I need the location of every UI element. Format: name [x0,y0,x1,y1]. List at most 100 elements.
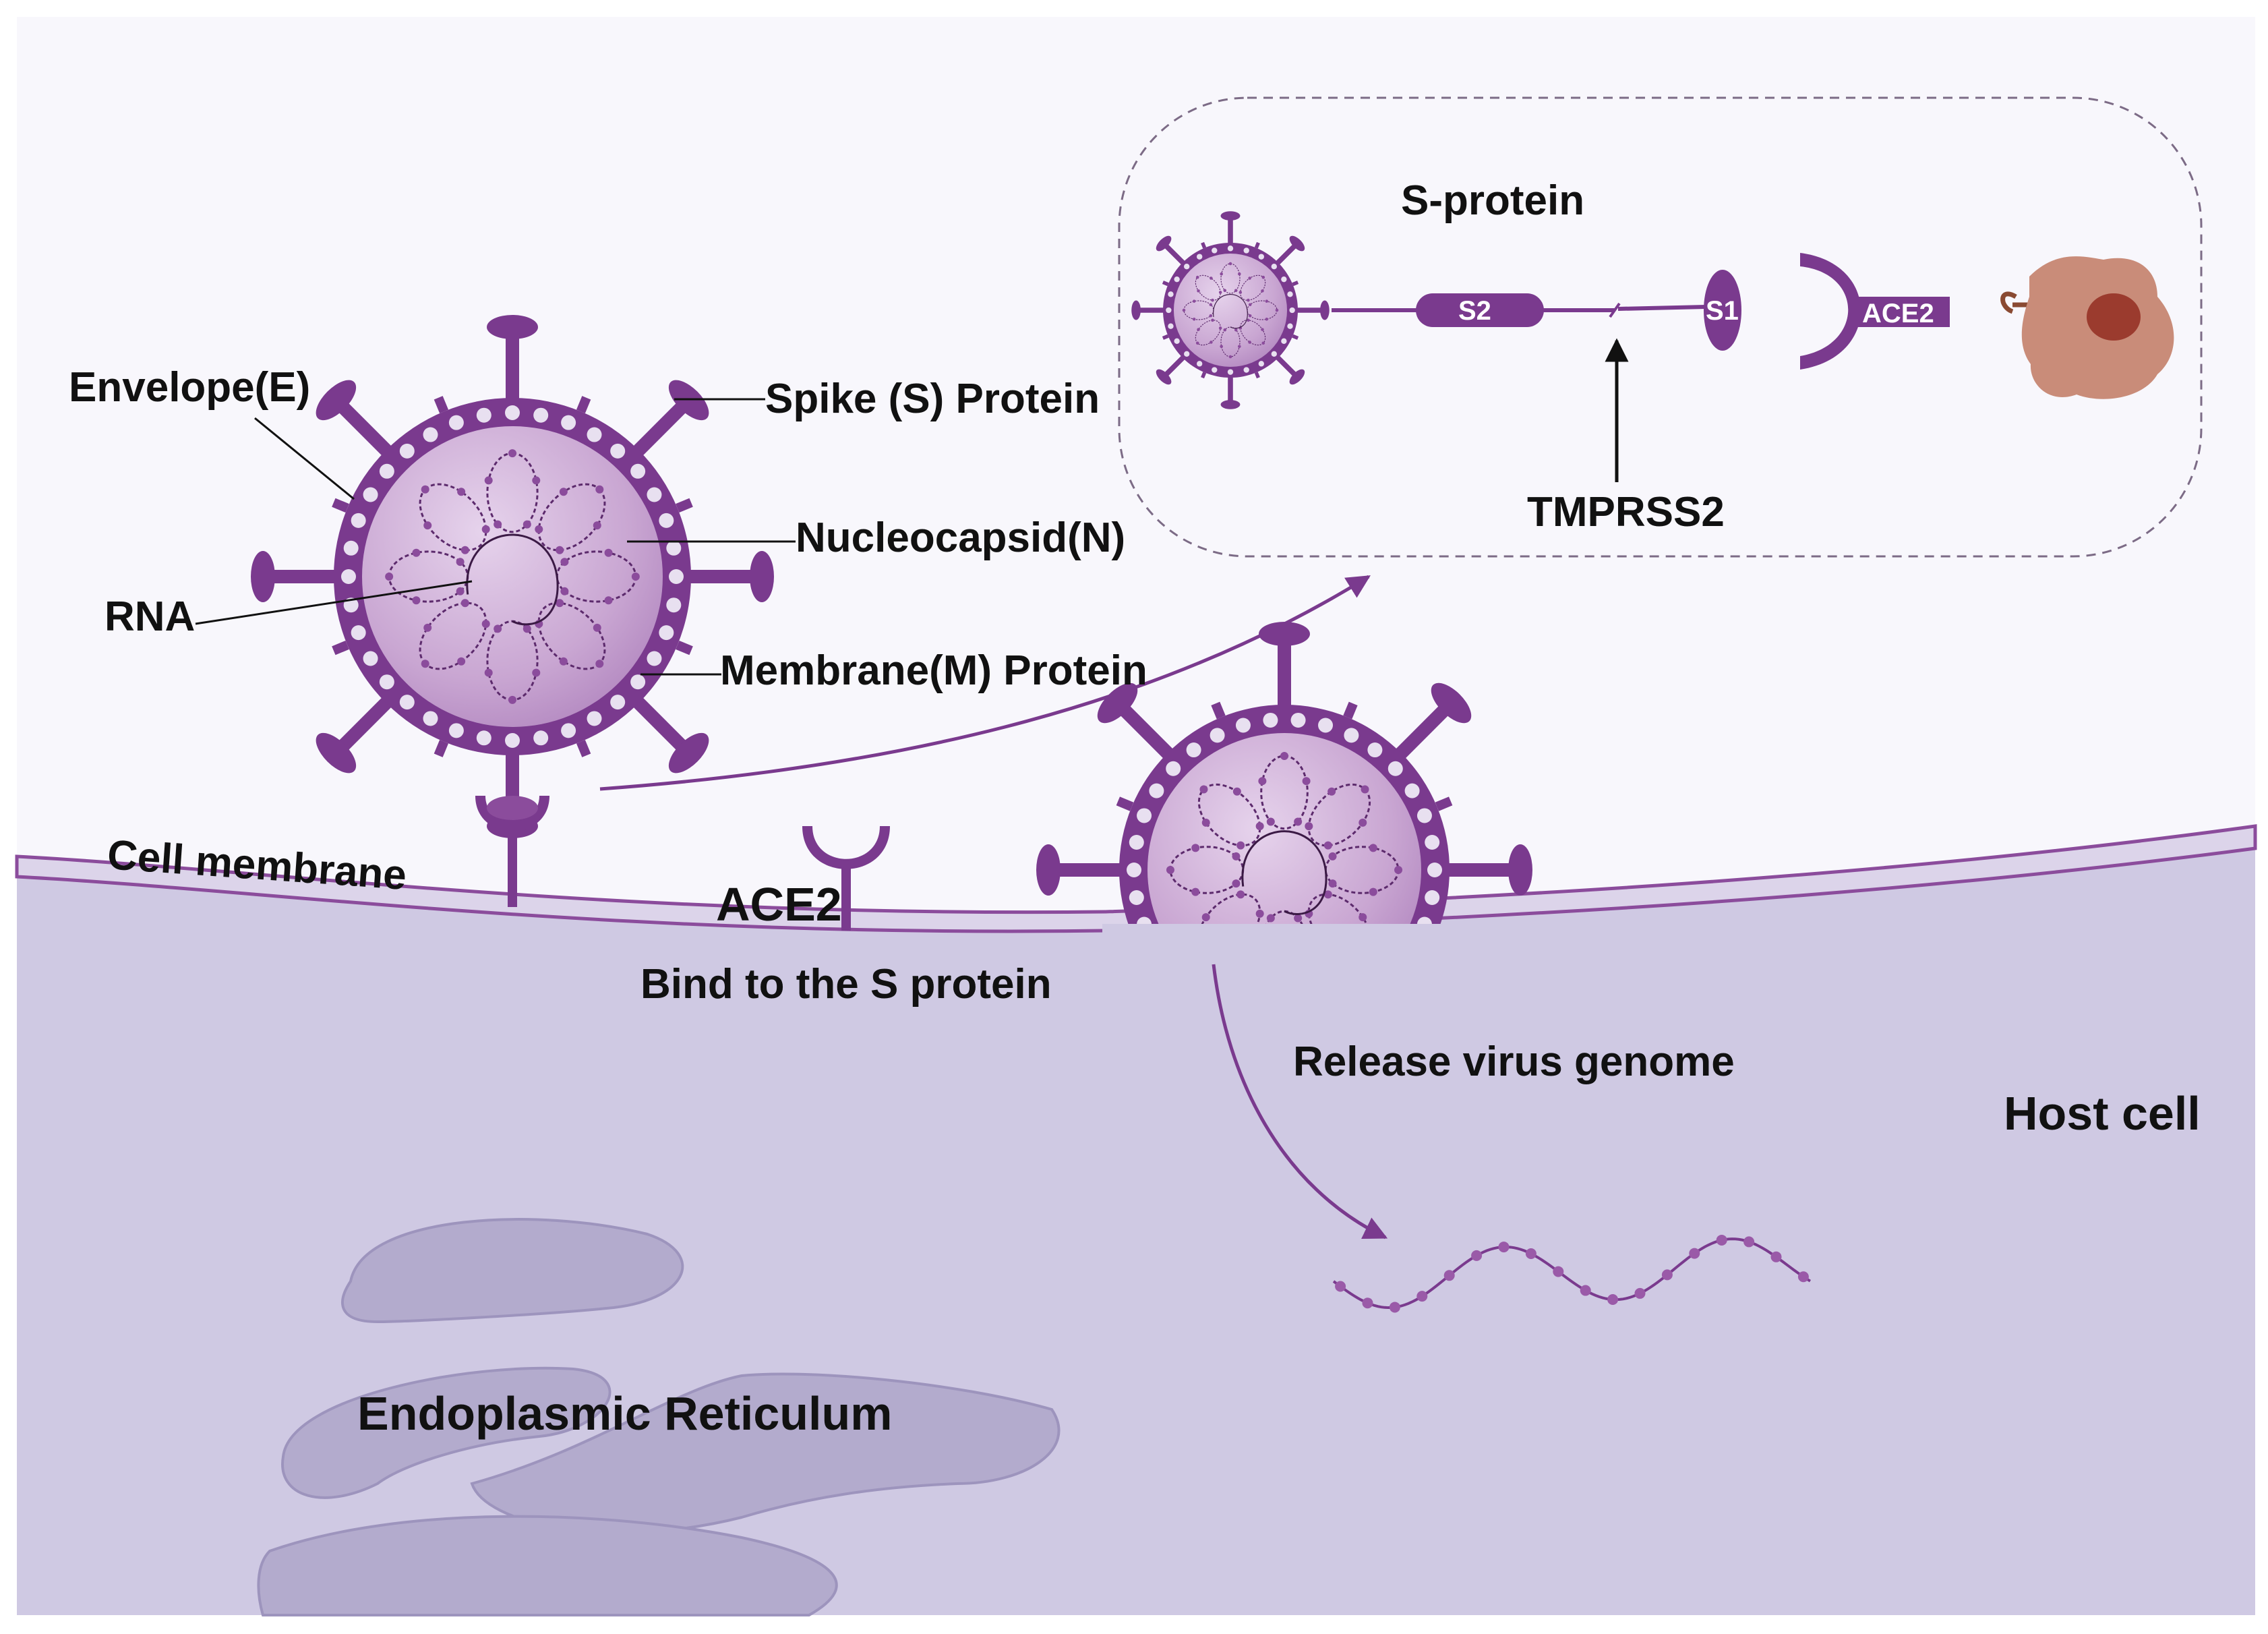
envelope-bead [533,407,549,423]
nucleocapsid-bead [456,558,465,566]
nucleocapsid-bead [1228,262,1232,266]
membrane-stub [332,640,349,655]
envelope-bead [1425,889,1440,905]
nucleocapsid-bead [1248,303,1252,307]
envelope-bead [1127,863,1141,877]
nucleocapsid-bead [1234,289,1238,293]
nucleocapsid-bead [1255,909,1264,918]
envelope-label: Envelope(E) [69,364,310,411]
membrane-stub [1201,372,1207,379]
envelope-bead [448,723,464,738]
spike-stalk [1115,701,1177,763]
s1-domain [1704,270,1741,351]
rna-genome-bead [1416,1291,1428,1302]
envelope-bead [1210,728,1225,743]
cell-membrane-line [15,824,2257,933]
nucleocapsid-bead [1238,345,1241,349]
nucleocapsid-bead [1261,275,1265,279]
membrane-stub [676,498,693,513]
rna-genome-bead [1525,1248,1536,1260]
virus-fusing-membrane [1036,622,1532,944]
membrane-stub [1254,241,1260,249]
nucleocapsid-bead [1210,341,1213,344]
spike-head [1220,211,1241,221]
nucleocapsid-bead [1265,299,1269,303]
nucleocapsid-bead [1361,785,1369,794]
nucleocapsid-bead [604,596,613,605]
envelope-bead [1129,889,1144,905]
nucleocapsid-bead [631,573,640,581]
envelope-bead [423,711,438,726]
rna-genome-bead [1389,1302,1400,1313]
membrane-stub [1343,701,1358,720]
envelope-bead [587,427,602,442]
nucleocapsid-bead [559,657,568,666]
envelope-bead [1227,245,1234,252]
envelope-bead [379,463,394,479]
spike-head [251,551,275,602]
nucleocapsid-bead [595,485,604,494]
envelope-bead [1344,728,1359,743]
envelope-bead [1404,783,1420,798]
nucleocapsid-bead [1220,272,1223,276]
nucleocapsid-bead [556,546,564,554]
envelope-bead [1416,916,1432,924]
spike-head [1431,682,1472,724]
nucleocapsid-bead [1275,308,1279,312]
nucleocapsid-bead [1294,817,1303,826]
nucleocapsid-bead [484,476,493,485]
envelope-bead [669,569,684,584]
envelope-bead [476,407,491,423]
nucleocapsid-bead [1261,341,1265,345]
envelope-bead [448,415,464,430]
nucleocapsid-bead [1209,314,1213,318]
nucleocapsid-bead [1223,289,1227,293]
membrane-stub [1201,241,1207,249]
rna-label: RNA [105,593,195,640]
nucleocapsid-bead [1210,276,1213,280]
rna-genome-bead [1661,1269,1673,1281]
spike-head [1220,400,1241,409]
nucleocapsid-bead [535,525,543,533]
envelope-bead [343,540,359,556]
spike-stalk [334,398,396,460]
envelope-bead [1318,718,1334,733]
host-cell-body [17,833,2255,1615]
fuse-cover [1102,924,1466,944]
inset-ace2-receptor [1800,253,1950,370]
nucleocapsid-bead [1369,844,1377,852]
rna-genome-bead [1498,1242,1510,1253]
inset-host-cell-icon [2000,256,2174,399]
rna-genome-bead [1607,1294,1619,1306]
rna-genome-bead [1362,1297,1373,1309]
nucleocapsid-bead [556,599,564,608]
nucleocapsid-bead [560,558,569,566]
nucleocapsid-bead [457,488,466,496]
nucleocapsid-bead [484,668,493,677]
envelope-bead [1281,276,1287,283]
nucleocapsid-bead [1302,777,1311,786]
nucleocapsid-bead [1239,291,1243,294]
nucleocapsid-bead [532,668,541,677]
inset-box [1118,96,2203,558]
nucleocapsid-bead [1232,852,1241,860]
envelope-bead [363,487,378,502]
nucleocapsid-bead [1201,913,1210,922]
spike-head [316,380,357,421]
rna-genome-bead [1634,1287,1646,1299]
rna-genome-strand [1332,1237,1812,1310]
host-cell-label: Host cell [2004,1087,2201,1140]
envelope-bead [1271,264,1277,270]
bind-label: Bind to the S protein [640,961,1052,1008]
nucleocapsid-bead [1265,318,1269,321]
envelope-bead [1197,361,1203,367]
envelope-bead [1168,291,1174,297]
envelope-bead [1212,367,1218,373]
envelope-bead [587,711,602,726]
nucleocapsid-bead [1199,785,1208,794]
envelope-bead [505,405,520,420]
nucleocapsid-bead [1195,275,1199,279]
tmprss2-label: TMPRSS2 [1527,489,1725,535]
rna-genome-bead [1443,1270,1455,1281]
